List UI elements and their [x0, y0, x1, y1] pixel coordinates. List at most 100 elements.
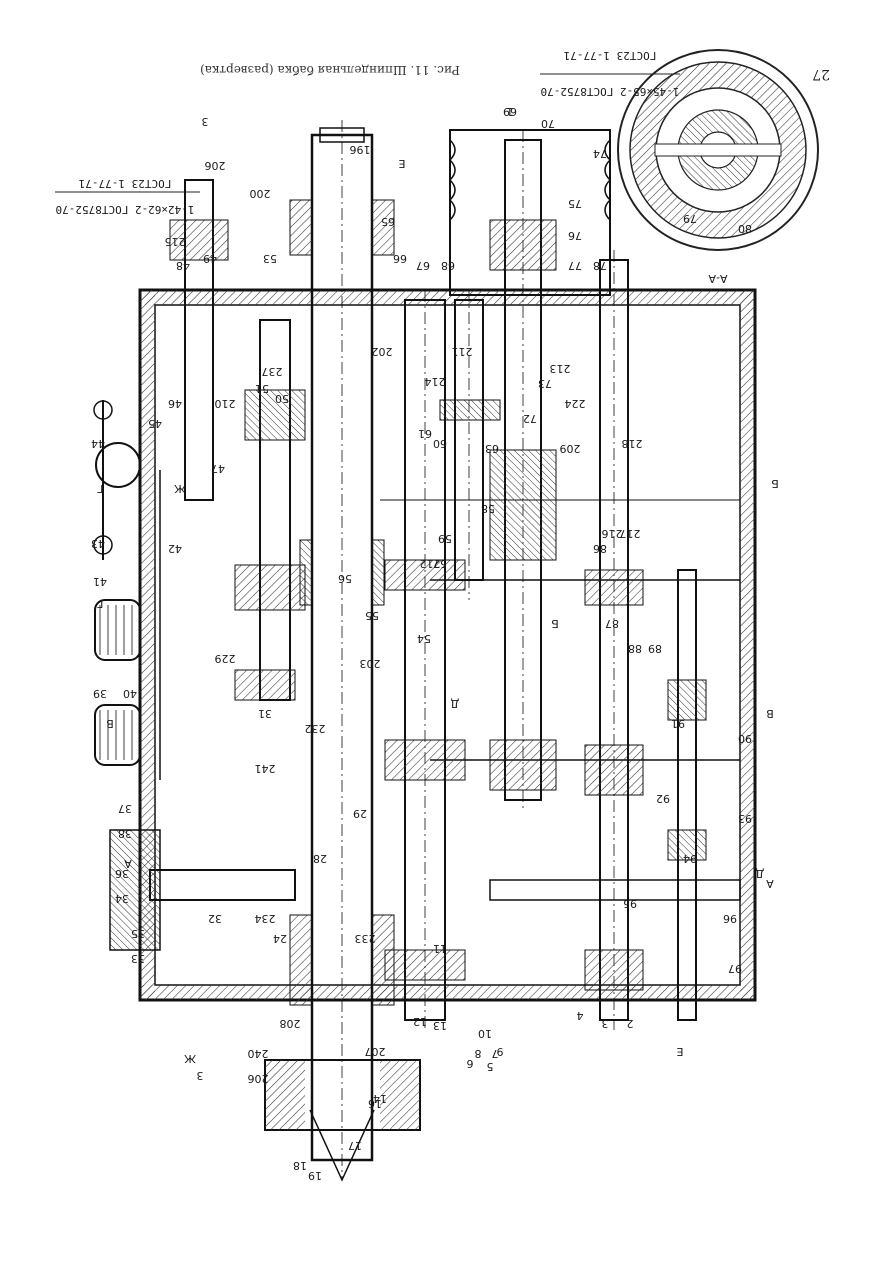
- section-cut-label: Г: [96, 482, 103, 495]
- callout-top: 1-45×65-2 ГОСТ8752-70 ГОСТ23 1-77-71: [540, 49, 680, 98]
- part-number-label: 67: [416, 259, 430, 272]
- part-number-label: 57: [433, 557, 447, 570]
- part-number-label: 39: [93, 687, 107, 700]
- section-cut-label: Б: [771, 477, 779, 490]
- part-number-label: 43: [91, 537, 105, 550]
- part-number-label: 224: [565, 397, 586, 410]
- shaft-4: [584, 250, 644, 1030]
- part-number-label: 55: [365, 609, 379, 622]
- part-number-label: 196: [350, 143, 371, 156]
- part-number-label: 218: [622, 437, 643, 450]
- part-number-label: 53: [263, 252, 277, 265]
- section-view-aa: А-А: [617, 49, 819, 285]
- shaft-left-upper: [169, 179, 306, 701]
- part-number-label: 86: [593, 542, 607, 555]
- callout-left-sub: ГОСТ23 1-77-71: [79, 177, 172, 190]
- part-number-label: 209: [560, 442, 581, 455]
- part-number-label: 42: [168, 542, 182, 555]
- shaft-1: [384, 290, 466, 1030]
- part-number-label: 93: [738, 812, 752, 825]
- part-number-label: 19: [308, 1169, 322, 1182]
- part-number-label: 80: [738, 222, 752, 235]
- part-number-label: 241: [255, 762, 276, 775]
- part-number-label: 66: [393, 252, 407, 265]
- part-number-label: 211: [452, 345, 473, 358]
- shaft-2: [439, 290, 501, 600]
- callout-left: 1-42×62-2 ГОСТ8752-70 ГОСТ23 1-77-71: [55, 177, 200, 216]
- part-number-label: 4: [577, 1009, 584, 1022]
- part-number-label: 47: [211, 462, 225, 475]
- part-number-label: 1: [507, 105, 514, 118]
- figure-caption: Рис. 11. Шпиндельная бабка (развертка): [200, 63, 460, 77]
- part-number-label: 214: [425, 375, 446, 388]
- part-number-label: 94: [683, 852, 697, 865]
- part-number-label: 96: [723, 912, 737, 925]
- part-number-label: 8: [475, 1047, 482, 1060]
- section-cut-label: Ж: [174, 482, 186, 495]
- part-number-label: 12: [413, 1015, 427, 1028]
- part-number-label: 234: [255, 912, 276, 925]
- part-number-label: 49: [203, 252, 217, 265]
- part-number-label: 240: [248, 1047, 269, 1060]
- part-number-label: 29: [353, 807, 367, 820]
- part-number-label: 213: [550, 362, 571, 375]
- part-number-label: 208: [280, 1017, 301, 1030]
- part-number-label: 45: [148, 417, 162, 430]
- part-number-label: 88: [628, 642, 642, 655]
- part-number-label: 229: [215, 652, 236, 665]
- part-number-label: 36: [115, 867, 129, 880]
- part-number-label: 18: [293, 1159, 307, 1172]
- callout-top-sub: ГОСТ23 1-77-71: [564, 49, 657, 62]
- part-number-label: 38: [118, 827, 132, 840]
- control-knob-lower: [94, 704, 141, 766]
- part-number-label: 32: [208, 912, 222, 925]
- part-number-label: 63: [485, 442, 499, 455]
- part-number-label: 7: [492, 1047, 499, 1060]
- section-view-label: А-А: [708, 272, 727, 285]
- control-handle: [93, 400, 141, 560]
- part-number-label: 75: [568, 197, 582, 210]
- part-number-label: 10: [478, 1027, 492, 1040]
- part-number-label: 217: [620, 527, 641, 540]
- part-number-label: 60: [433, 437, 447, 450]
- part-number-label: 95: [623, 897, 637, 910]
- part-number-label: 14: [373, 1092, 387, 1105]
- control-gear-lower: [109, 829, 161, 951]
- section-cut-label: 3: [197, 1069, 204, 1082]
- section-cut-label: Ж: [184, 1052, 196, 1065]
- part-number-label: 2: [627, 1017, 634, 1030]
- part-number-label: 40: [123, 687, 137, 700]
- control-knob-upper: [94, 599, 141, 661]
- part-number-label: 56: [338, 572, 352, 585]
- shaft-5: [667, 569, 707, 1021]
- callout-left-text: 1-42×62-2 ГОСТ8752-70: [55, 203, 194, 216]
- part-number-label: 58: [481, 502, 495, 515]
- part-number-label: 210: [215, 397, 236, 410]
- section-cut-label: Е: [676, 1045, 683, 1058]
- part-number-label: 203: [360, 657, 381, 670]
- section-cut-label: 3: [202, 115, 209, 128]
- part-number-label: 89: [648, 642, 662, 655]
- part-number-label: 202: [372, 345, 393, 358]
- part-number-label: 31: [258, 707, 272, 720]
- part-number-label: 5: [487, 1060, 494, 1073]
- part-number-label: 69: [503, 105, 517, 118]
- part-number-label: 206: [205, 159, 226, 172]
- part-number-label: 54: [417, 632, 431, 645]
- part-number-label: 212: [420, 557, 441, 570]
- section-cut-label: Д: [450, 697, 459, 710]
- part-number-label: 72: [523, 412, 537, 425]
- part-number-label: 206: [248, 1072, 269, 1085]
- part-number-label: 6: [467, 1057, 474, 1070]
- part-number-label: 17: [348, 1139, 362, 1152]
- part-number-label: 207: [365, 1045, 386, 1058]
- part-number-label: 9: [497, 1045, 504, 1058]
- section-cut-label: А: [124, 857, 132, 870]
- part-number-label: 46: [168, 397, 182, 410]
- part-number-label: 41: [93, 575, 107, 588]
- part-number-label: 77: [568, 259, 582, 272]
- pulley-housing: [448, 129, 612, 296]
